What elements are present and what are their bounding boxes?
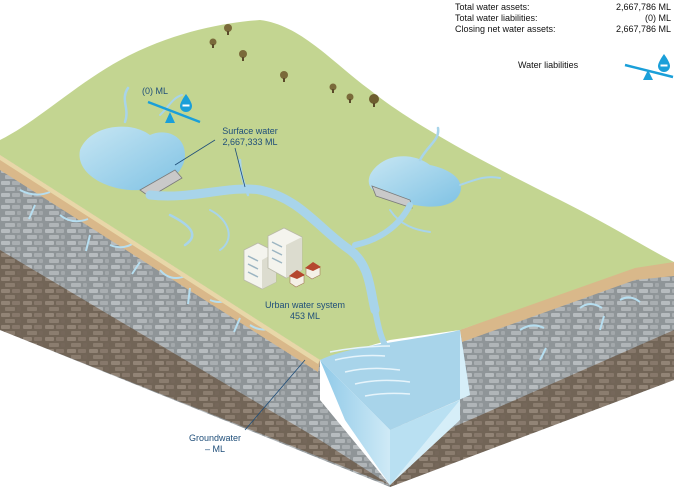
groundwater-value: – ML [204, 444, 225, 454]
tree-icon [346, 93, 354, 103]
liability-value-label: (0) ML [142, 86, 169, 96]
right-lake [368, 156, 461, 209]
tree-icon [280, 71, 288, 82]
tree-icon [329, 83, 337, 93]
summary-value: 2,667,786 ML [615, 2, 671, 12]
tree-icon [224, 24, 232, 35]
city-buildings [243, 227, 321, 290]
ocean-cliff [320, 330, 470, 485]
surface-water-value: 2,667,333 ML [222, 137, 278, 147]
water-summary: Total water assets: 2,667,786 ML Total w… [455, 2, 671, 35]
summary-value: (0) ML [644, 13, 671, 23]
summary-label: Total water liabilities: [455, 13, 538, 23]
tree-icon [239, 50, 247, 61]
surface-water-title: Surface water [222, 126, 278, 136]
tree-icon [369, 94, 379, 107]
tree-icon [209, 38, 217, 48]
urban-water-value: 453 ML [289, 311, 321, 321]
legend-seesaw-icon [624, 54, 674, 80]
urban-water-title: Urban water system [264, 300, 346, 310]
summary-label: Closing net water assets: [455, 24, 556, 34]
trees [209, 24, 379, 107]
legend-label: Water liabilities [518, 60, 579, 70]
groundwater-title: Groundwater [188, 433, 242, 443]
groundwater-label: Groundwater – ML [180, 433, 250, 455]
urban-water-label: Urban water system 453 ML [250, 300, 360, 322]
summary-row-closing-net: Closing net water assets: 2,667,786 ML [455, 24, 671, 35]
seesaw-drop-minus-icon [147, 94, 201, 124]
leader-lines [174, 139, 306, 431]
summary-row-total-liabilities: Total water liabilities: (0) ML [455, 13, 671, 24]
summary-row-total-assets: Total water assets: 2,667,786 ML [455, 2, 671, 13]
summary-value: 2,667,786 ML [615, 24, 671, 34]
summary-label: Total water assets: [455, 2, 530, 12]
surface-water-label: Surface water 2,667,333 ML [205, 126, 295, 148]
right-cross-section [390, 262, 674, 487]
